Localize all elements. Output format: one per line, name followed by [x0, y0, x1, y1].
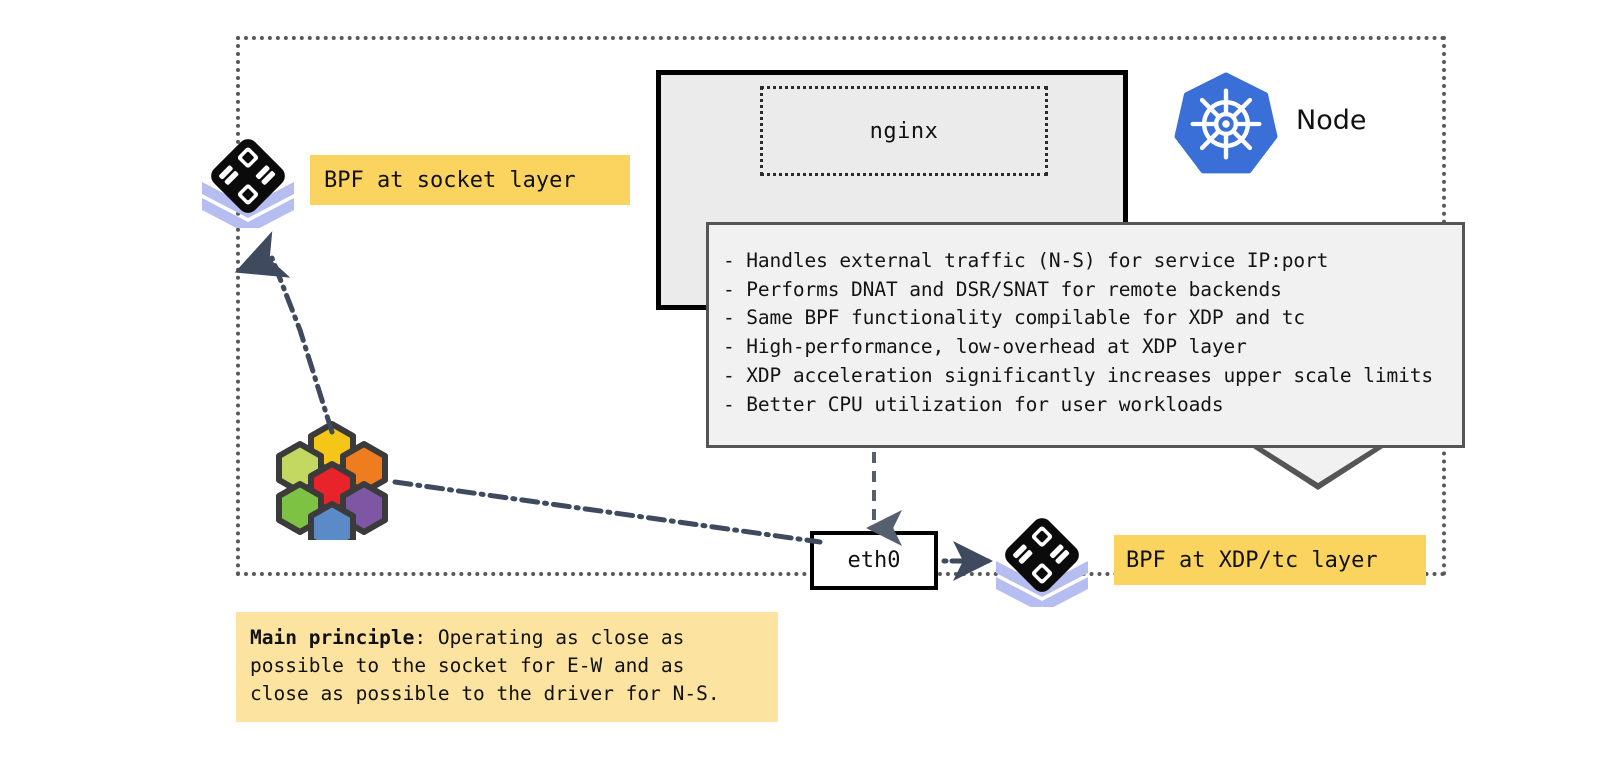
callout-line: - Handles external traffic (N-S) for ser… [723, 249, 1329, 272]
eth0-label: eth0 [847, 548, 901, 573]
callout-line: - High-performance, low-overhead at XDP … [723, 335, 1247, 359]
main-principle-box: Main principle: Operating as close as po… [236, 612, 778, 722]
highlight-label: BPF at socket layer [324, 167, 576, 193]
principle-line-1-rest: : Operating as close as [414, 626, 685, 649]
node-label: Node [1296, 105, 1367, 136]
highlight-label: BPF at XDP/tc layer [1126, 547, 1378, 573]
principle-line-3: close as possible to the driver for N-S. [250, 682, 720, 705]
principle-strong-label: Main principle [250, 626, 415, 649]
callout-line: - Better CPU utilization for user worklo… [723, 392, 1224, 416]
callout-line: - Same BPF functionality compilable for … [723, 306, 1305, 330]
highlight-bpf-socket-layer: BPF at socket layer [310, 155, 630, 205]
callout-line: - XDP acceleration significantly increas… [723, 363, 1434, 387]
highlight-bpf-xdp-tc-layer: BPF at XDP/tc layer [1114, 535, 1426, 585]
cilium-hexagon-cluster-icon [272, 418, 392, 555]
bpf-stack-icon [990, 515, 1094, 613]
callout-box: - Handles external traffic (N-S) for ser… [706, 222, 1465, 448]
eth0-interface-box: eth0 [810, 531, 938, 590]
principle-line-1: Main principle: Operating as close as [250, 624, 778, 652]
bpf-stack-icon [196, 136, 300, 234]
callout-tail-fill [1253, 442, 1383, 483]
nginx-label: nginx [869, 118, 939, 144]
kubernetes-logo-icon [1174, 72, 1278, 176]
callout-line: - Performs DNAT and DSR/SNAT for remote … [723, 277, 1282, 301]
nginx-app-box: nginx [760, 86, 1048, 176]
principle-line-2: possible to the socket for E-W and as [250, 654, 685, 677]
